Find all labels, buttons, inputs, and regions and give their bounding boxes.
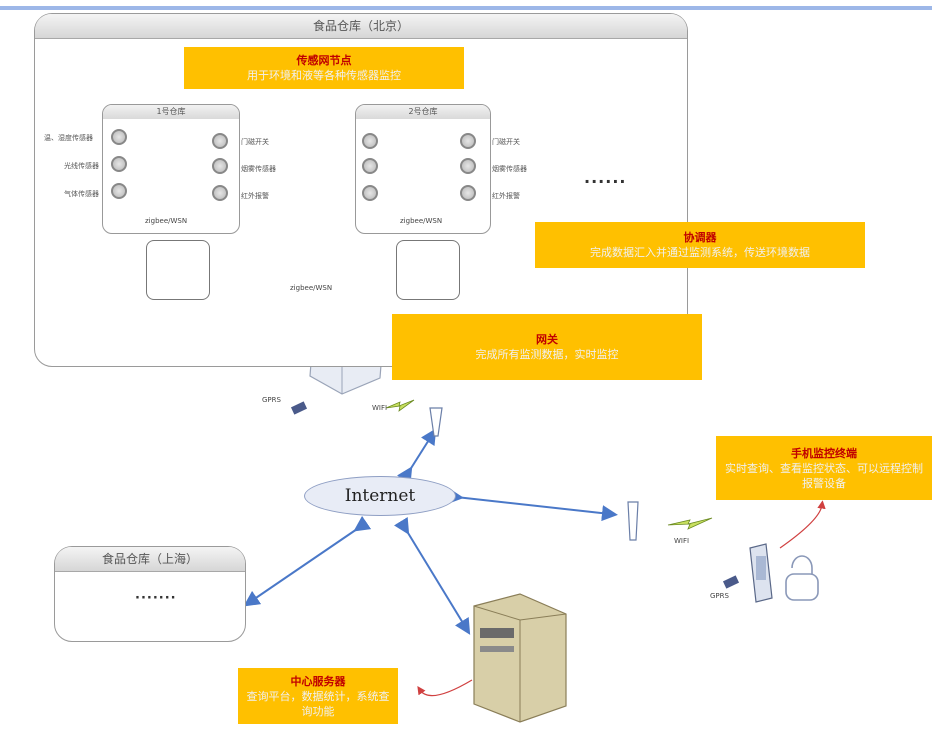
sensor-icon — [460, 158, 476, 174]
server-icon — [473, 593, 567, 723]
sensor-label: 红外报警 — [492, 192, 520, 200]
shanghai-ellipsis: ······· — [135, 591, 177, 606]
sensor-icon — [212, 158, 228, 174]
gprs-label: GPRS — [262, 396, 281, 404]
note-title: 传感网节点 — [296, 54, 352, 67]
node-box-title: 2号仓库 — [356, 105, 490, 119]
note-body: 完成所有监测数据，实时监控 — [475, 348, 619, 361]
gateway-icon — [146, 240, 210, 300]
note-body: 实时查询、查看监控状态、可以远程控制报警设备 — [725, 461, 923, 490]
node-box-title: 1号仓库 — [103, 105, 239, 119]
antenna-icon — [429, 407, 639, 541]
sensor-icon — [460, 185, 476, 201]
note-mobile-terminal: 手机监控终端 实时查询、查看监控状态、可以远程控制报警设备 — [716, 436, 932, 500]
top-border-line — [0, 6, 932, 10]
zigbee-label: zigbee/WSN — [400, 217, 443, 225]
note-title: 手机监控终端 — [791, 446, 857, 460]
sensor-icon — [111, 129, 127, 145]
sensor-label: 红外报警 — [241, 192, 269, 200]
gprs-label: GPRS — [710, 592, 729, 600]
wifi-label: WIFI — [372, 404, 388, 412]
sensor-icon — [362, 158, 378, 174]
sensor-label: 气体传感器 — [64, 190, 99, 198]
gateway-icon — [396, 240, 460, 300]
zigbee-label: zigbee/WSN — [145, 217, 188, 225]
sensor-icon — [212, 185, 228, 201]
sensor-label: 门磁开关 — [492, 138, 520, 146]
sensor-icon — [362, 185, 378, 201]
lock-icon — [785, 555, 819, 601]
note-title: 协调器 — [683, 231, 717, 244]
sensor-label: 门磁开关 — [241, 138, 269, 146]
sensor-icon — [460, 133, 476, 149]
note-title: 中心服务器 — [290, 674, 346, 688]
zigbee-mid-label: zigbee/WSN — [290, 284, 333, 292]
sensor-icon — [212, 133, 228, 149]
internet-cloud: Internet — [304, 476, 456, 516]
warehouse-beijing-title: 食品仓库（北京） — [35, 14, 687, 39]
note-sensor-network: 传感网节点 用于环境和液等各种传感器监控 — [184, 47, 464, 89]
note-body: 查询平台，数据统计，系统查询功能 — [246, 689, 390, 718]
warehouse-shanghai-panel: 食品仓库（上海） ······· — [54, 546, 246, 642]
phone-icon — [749, 543, 773, 603]
note-central-server: 中心服务器 查询平台，数据统计，系统查询功能 — [238, 668, 398, 724]
more-warehouses-ellipsis: ······ — [584, 172, 627, 191]
wifi-label: WIFI — [674, 537, 690, 545]
warehouse-shanghai-title: 食品仓库（上海） — [55, 547, 245, 572]
sensor-icon — [111, 183, 127, 199]
sensor-label: 光线传感器 — [64, 162, 99, 170]
note-title: 网关 — [536, 333, 558, 346]
note-coordinator: 协调器 完成数据汇入并通过监测系统，传送环境数据 — [535, 222, 865, 268]
sensor-label: 烟雾传感器 — [492, 165, 527, 173]
sensor-icon — [111, 156, 127, 172]
sensor-icon — [362, 133, 378, 149]
note-gateway: 网关 完成所有监测数据，实时监控 — [392, 314, 702, 380]
note-body: 完成数据汇入并通过监测系统，传送环境数据 — [590, 246, 810, 259]
sensor-label: 烟雾传感器 — [241, 165, 276, 173]
note-body: 用于环境和液等各种传感器监控 — [247, 69, 401, 82]
sensor-label: 温、湿度传感器 — [44, 134, 93, 142]
